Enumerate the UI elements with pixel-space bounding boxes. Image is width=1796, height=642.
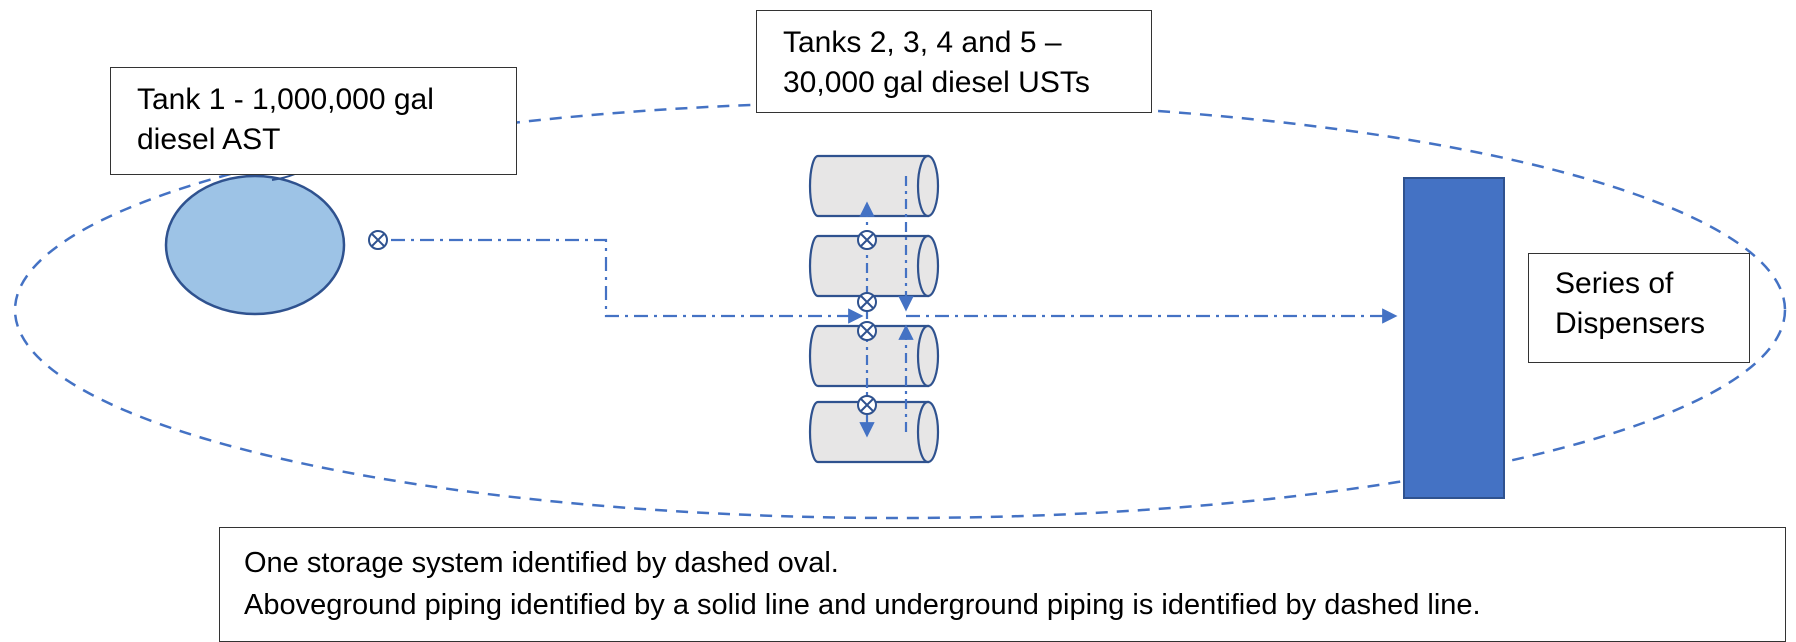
ust-tank-2 xyxy=(808,154,940,218)
dispensers-block xyxy=(1403,177,1505,499)
valve-icon xyxy=(857,321,877,341)
storage-system-oval xyxy=(13,100,1787,520)
tank1-label: Tank 1 - 1,000,000 gal diesel AST xyxy=(137,83,434,156)
ust-tanks xyxy=(808,154,940,464)
dispensers-label: Series of Dispensers xyxy=(1555,267,1706,340)
dispensers-label-box: Series of Dispensers xyxy=(1528,253,1750,363)
note-line-1: One storage system identified by dashed … xyxy=(244,547,839,579)
valve-icon xyxy=(857,230,877,250)
ast-to-ust-pipe xyxy=(391,238,864,324)
valve-icon xyxy=(857,292,877,312)
note-line-2: Aboveground piping identified by a solid… xyxy=(244,589,1481,621)
usts-label: Tanks 2, 3, 4 and 5 – 30,000 gal diesel … xyxy=(783,26,1090,99)
valve-icon xyxy=(857,395,877,415)
tank1-label-box: Tank 1 - 1,000,000 gal diesel AST xyxy=(110,67,517,175)
usts-label-box: Tanks 2, 3, 4 and 5 – 30,000 gal diesel … xyxy=(756,10,1152,113)
ust-tank-3 xyxy=(808,234,940,298)
ust-tank-4 xyxy=(808,324,940,388)
notes-box: One storage system identified by dashed … xyxy=(219,527,1786,642)
tank1-ast-shape xyxy=(164,174,346,316)
valve-icon xyxy=(368,230,388,250)
